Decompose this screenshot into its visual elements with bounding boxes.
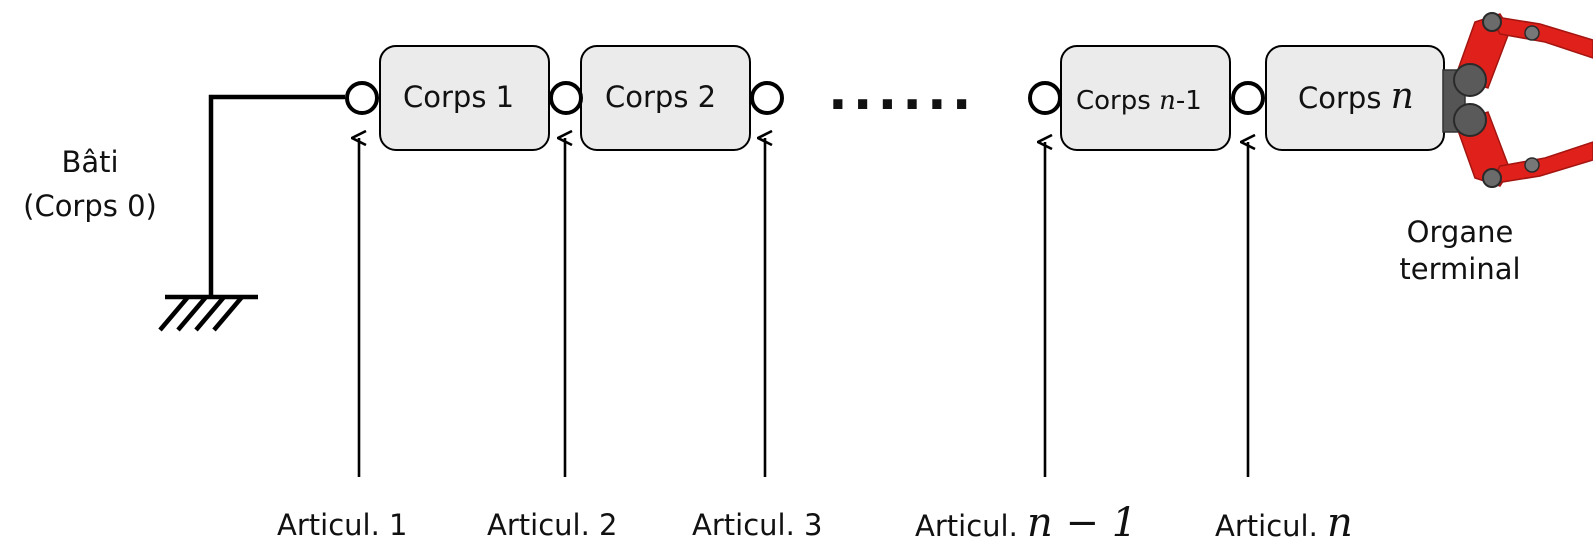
joint-2-index: 2 xyxy=(599,508,618,542)
joint-n-minus-1-prefix: Articul. xyxy=(915,509,1018,543)
joint-n-prefix: Articul. xyxy=(1215,509,1318,543)
body-n-label: Corps n xyxy=(1298,76,1414,117)
body-n-minus-1-suffix: -1 xyxy=(1175,86,1202,116)
body-1-prefix: Corps xyxy=(403,80,487,114)
body-n-prefix: Corps xyxy=(1298,81,1382,115)
joints xyxy=(345,81,1265,115)
joint-1-prefix: Articul. xyxy=(277,508,380,542)
joint-n-minus-1-circle xyxy=(1028,81,1062,115)
ground-hatch xyxy=(158,295,190,332)
base-label-line2: (Corps 0) xyxy=(23,189,157,223)
body-2-label: Corps 2 xyxy=(605,80,716,114)
base-label: Bâti (Corps 0) xyxy=(0,140,180,228)
ground-hatch xyxy=(176,295,208,332)
joint-1-index: 1 xyxy=(389,508,408,542)
joint-n-minus-1-index: n − 1 xyxy=(1027,500,1138,546)
base-link-line xyxy=(208,94,345,297)
end-effector-label: Organe terminal xyxy=(1380,214,1540,288)
ground-hatch xyxy=(212,295,244,332)
end-effector-line2: terminal xyxy=(1399,252,1521,286)
joint-n-minus-1-label: Articul. n − 1 xyxy=(915,500,1137,546)
body-n-minus-1-index: n xyxy=(1159,86,1176,116)
joint-3-circle xyxy=(750,81,784,115)
joint-3-prefix: Articul. xyxy=(692,508,795,542)
joint-arrows xyxy=(359,138,1248,477)
joint-1-label: Articul. 1 xyxy=(277,508,407,542)
joint-2-label: Articul. 2 xyxy=(487,508,617,542)
body-1-label: Corps 1 xyxy=(403,80,514,114)
body-2-prefix: Corps xyxy=(605,80,689,114)
ellipsis: ...... xyxy=(828,62,977,122)
joint-1-circle xyxy=(345,81,379,115)
ground-hatch xyxy=(194,295,226,332)
base-label-line1: Bâti xyxy=(61,145,119,179)
end-effector-line1: Organe xyxy=(1406,215,1514,249)
base-ground-symbol xyxy=(158,94,345,332)
gripper-icon xyxy=(1442,12,1593,188)
body-n-index: n xyxy=(1390,76,1414,117)
body-n-minus-1-label: Corps n-1 xyxy=(1076,86,1202,116)
joint-2-prefix: Articul. xyxy=(487,508,590,542)
joint-2-circle xyxy=(549,81,583,115)
joint-n-circle xyxy=(1231,81,1265,115)
body-2-index: 2 xyxy=(697,80,717,114)
joint-3-label: Articul. 3 xyxy=(692,508,822,542)
joint-3-index: 3 xyxy=(804,508,823,542)
body-1-index: 1 xyxy=(495,80,515,114)
joint-n-index: n xyxy=(1327,500,1353,546)
joint-n-label: Articul. n xyxy=(1215,500,1353,546)
body-n-minus-1-prefix: Corps xyxy=(1076,86,1151,116)
